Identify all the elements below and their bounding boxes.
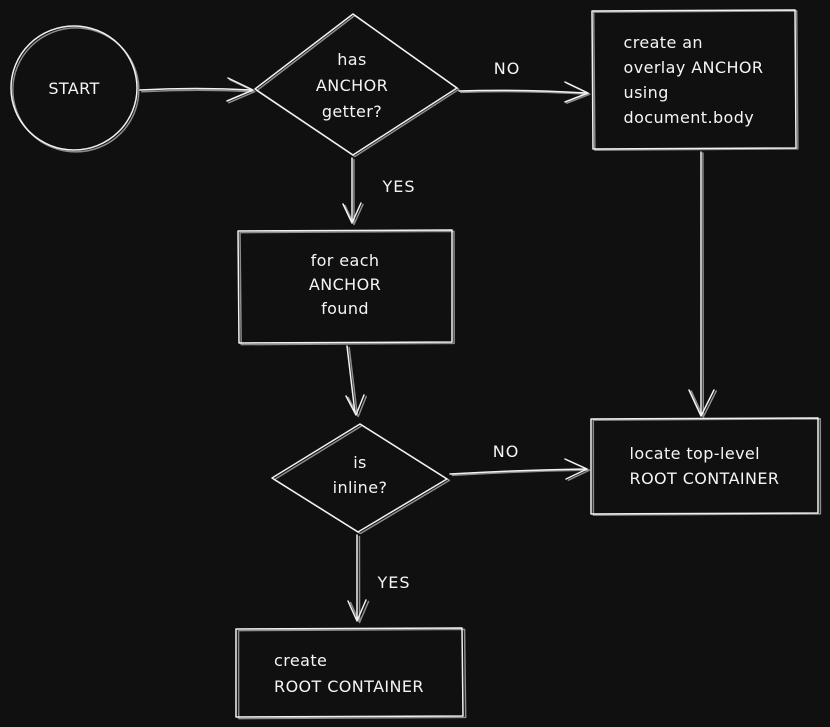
decision-has-anchor-getter: has ANCHOR getter?: [315, 50, 389, 121]
process-create-root-container: create ROOT CONTAINER: [236, 648, 462, 700]
edge-label-yes-create: YES: [377, 573, 411, 592]
process-create-overlay-anchor-shape: [591, 9, 797, 150]
process-locate-root-container-shape: [590, 417, 819, 515]
decision-is-inline: is inline?: [332, 453, 388, 497]
process-create-root-container-text: create ROOT CONTAINER: [274, 651, 424, 696]
process-for-each-anchor-shape: [237, 229, 453, 344]
process-locate-root-container-text: locate top-level ROOT CONTAINER: [629, 444, 780, 488]
start-circle-shape: [10, 25, 138, 151]
start-node: START: [48, 79, 100, 98]
edge-label-no-locate: NO: [492, 442, 520, 461]
process-locate-root-container: locate top-level ROOT CONTAINER: [591, 441, 818, 491]
arrow-foreach-to-inline: [345, 345, 365, 416]
process-for-each-anchor: for each ANCHOR found: [308, 251, 382, 318]
arrow-yes-to-foreach: [342, 157, 362, 224]
process-create-root-container-shape: [235, 627, 464, 718]
arrow-yes-to-create: [347, 534, 367, 622]
process-create-overlay-anchor-text: create an overlay ANCHOR using document.…: [623, 33, 764, 127]
edge-label-no-overlay: NO: [493, 59, 521, 78]
arrow-overlay-to-locate: [688, 151, 715, 417]
process-create-overlay-anchor: create an overlay ANCHOR using document.…: [592, 30, 795, 130]
edge-label-yes-foreach: YES: [382, 177, 416, 196]
